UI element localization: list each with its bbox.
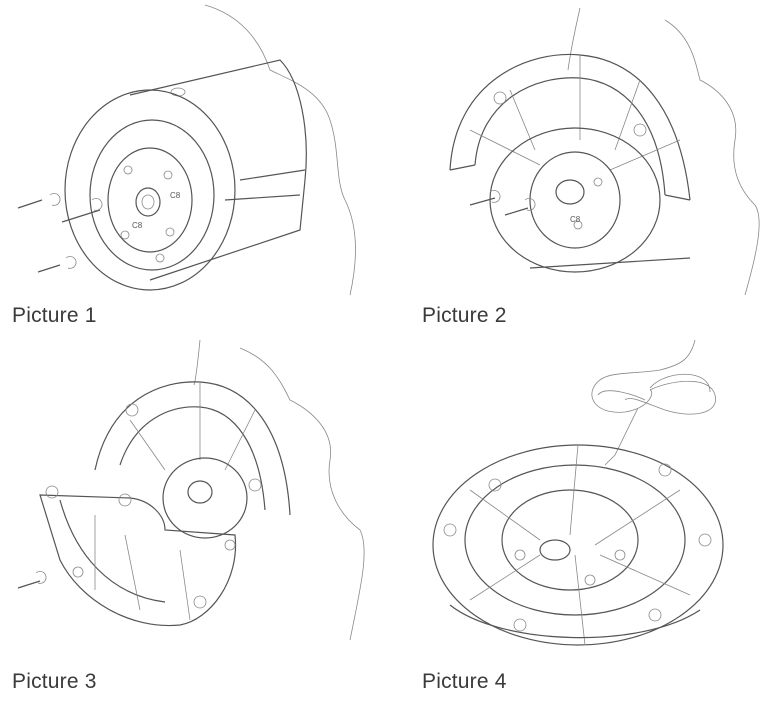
figure-3: Picture 3: [0, 340, 380, 701]
figure-1: C8 C8 Picture 1: [0, 0, 380, 340]
svg-text:C8: C8: [170, 191, 181, 200]
svg-text:C8: C8: [132, 221, 143, 230]
caption-picture-1: Picture 1: [12, 304, 97, 327]
svg-text:C8: C8: [570, 215, 581, 224]
caption-picture-2: Picture 2: [422, 304, 507, 327]
illustration-2: C8: [449, 7, 760, 296]
illustration-1: C8 C8: [17, 4, 356, 296]
illustration-4: [432, 340, 724, 646]
figure-4: Picture 4: [410, 340, 773, 701]
caption-picture-3: Picture 3: [12, 670, 97, 693]
caption-picture-4: Picture 4: [422, 670, 507, 693]
figure-2: C8 Picture 2: [410, 0, 773, 340]
illustration-3: [17, 340, 365, 641]
